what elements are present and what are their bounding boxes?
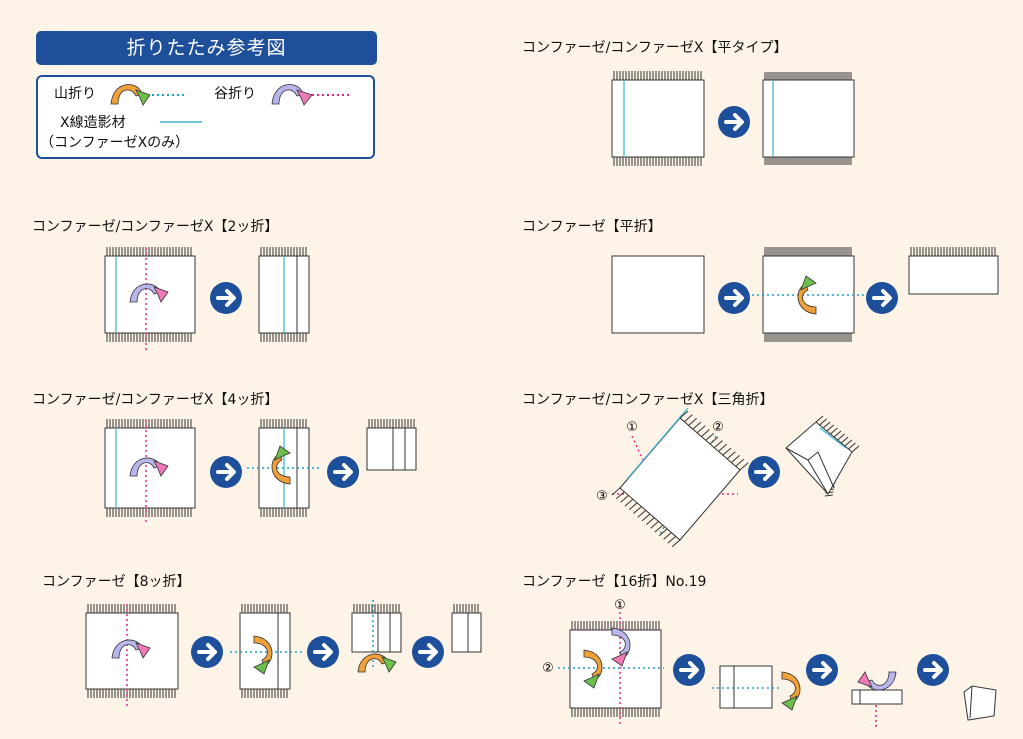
fringe	[87, 604, 176, 613]
eight-fold-panel	[85, 604, 179, 698]
step-arrow-icon	[410, 634, 446, 670]
four-fold-panel	[104, 419, 196, 517]
eight-fold-step1	[239, 604, 291, 698]
fringe	[241, 604, 288, 613]
marker-1-triangle: ①	[626, 420, 638, 435]
sixteen-fold-panel	[569, 621, 662, 717]
step-arrow-icon	[716, 280, 752, 316]
triangle-fold-result	[785, 421, 853, 495]
fringe	[764, 72, 852, 80]
marker-1-sixteen: ①	[614, 598, 626, 613]
mountain-fold-arrow-icon	[583, 649, 603, 689]
section-title-sixteen-fold: コンファーゼ【16折】No.19	[522, 574, 707, 590]
fringe	[368, 419, 415, 428]
triangle-fold-fringe	[611, 410, 860, 548]
two-fold-result	[258, 247, 310, 342]
mountain-fold-arrow-icon	[781, 671, 801, 711]
marker-2-triangle: ②	[712, 420, 724, 435]
fringe	[571, 621, 660, 630]
step-arrow-icon	[915, 652, 951, 688]
valley-fold-arrow-icon	[129, 283, 169, 303]
step-arrows	[189, 104, 951, 688]
fringe	[613, 157, 702, 166]
eight-fold-result	[451, 604, 482, 653]
fringe	[571, 708, 660, 717]
four-fold-result	[366, 419, 417, 471]
fringe	[106, 333, 192, 342]
step-arrow-icon	[208, 280, 244, 316]
triangle-fold-diamond	[619, 407, 741, 541]
eight-fold-step2	[351, 604, 402, 653]
fringe	[260, 508, 307, 517]
flat-fold-panel	[611, 255, 705, 334]
step-arrow-icon	[671, 652, 707, 688]
marker-2-sixteen: ②	[542, 661, 554, 676]
fringe	[87, 689, 176, 698]
section-title-flat-fold: コンファーゼ【平折】	[522, 219, 662, 235]
fringe	[764, 157, 852, 165]
fringe	[260, 333, 307, 342]
section-title-triangle-fold: コンファーゼ/コンファーゼX【三角折】	[522, 392, 774, 408]
sixteen-fold-result	[963, 685, 997, 721]
fringe	[106, 419, 192, 428]
mountain-fold-arrow-icon	[797, 275, 817, 315]
two-fold-panel	[104, 247, 196, 342]
legend-mountain-label: 山折り	[54, 86, 96, 102]
step-arrow-icon	[208, 454, 244, 490]
flat-fold-result	[908, 247, 999, 295]
gauze-panels	[85, 71, 999, 717]
fringe	[611, 410, 749, 548]
legend-xray-note: （コンファーゼXのみ）	[40, 135, 190, 151]
step-arrow-icon	[325, 454, 361, 490]
fringe	[910, 247, 996, 256]
fringe	[241, 689, 288, 698]
fringe	[106, 508, 192, 517]
fringe	[353, 604, 400, 613]
section-title-four-fold: コンファーゼ/コンファーゼX【4ッ折】	[32, 392, 279, 408]
flat-type-panel	[611, 71, 705, 166]
step-arrow-icon	[305, 634, 341, 670]
sixteen-fold-step3	[851, 689, 903, 705]
valley-fold-arrow-icon	[129, 457, 169, 477]
valley-fold-arrow-icon	[857, 671, 897, 691]
step-arrow-icon	[716, 104, 752, 140]
section-title-eight-fold: コンファーゼ【8ッ折】	[42, 574, 191, 590]
mountain-fold-arrow-icon	[271, 445, 291, 485]
step-arrow-icon	[746, 454, 782, 490]
fringe	[764, 247, 852, 256]
fringe	[764, 333, 852, 342]
step-arrow-icon	[864, 280, 900, 316]
marker-3-triangle: ③	[596, 489, 608, 504]
valley-fold-arrow-icon	[611, 627, 631, 667]
section-title-two-fold: コンファーゼ/コンファーゼX【2ッ折】	[32, 219, 279, 235]
mountain-fold-arrow-icon	[357, 653, 397, 673]
mountain-fold-arrow-icon	[253, 635, 273, 675]
flat-type-result	[762, 72, 855, 165]
step-arrow-icon	[189, 634, 225, 670]
fringe	[106, 247, 192, 256]
legend-valley-label: 谷折り	[214, 86, 256, 102]
fringe	[453, 604, 479, 613]
legend-xray-label: X線造影材	[60, 115, 126, 131]
step-arrow-icon	[804, 652, 840, 688]
page-title: 折りたたみ参考図	[36, 31, 377, 65]
valley-fold-arrow-icon	[111, 639, 151, 659]
valley-fold-arrow-icon	[271, 84, 313, 106]
fringe	[260, 247, 307, 256]
fold-curl-arrows	[111, 275, 897, 711]
mountain-fold-arrow-icon	[110, 84, 151, 106]
fringe	[260, 419, 307, 428]
section-title-flat-type: コンファーゼ/コンファーゼX【平タイプ】	[522, 40, 788, 56]
legend-box	[36, 75, 375, 159]
sixteen-fold-step1	[719, 665, 773, 709]
fringe	[613, 71, 702, 80]
